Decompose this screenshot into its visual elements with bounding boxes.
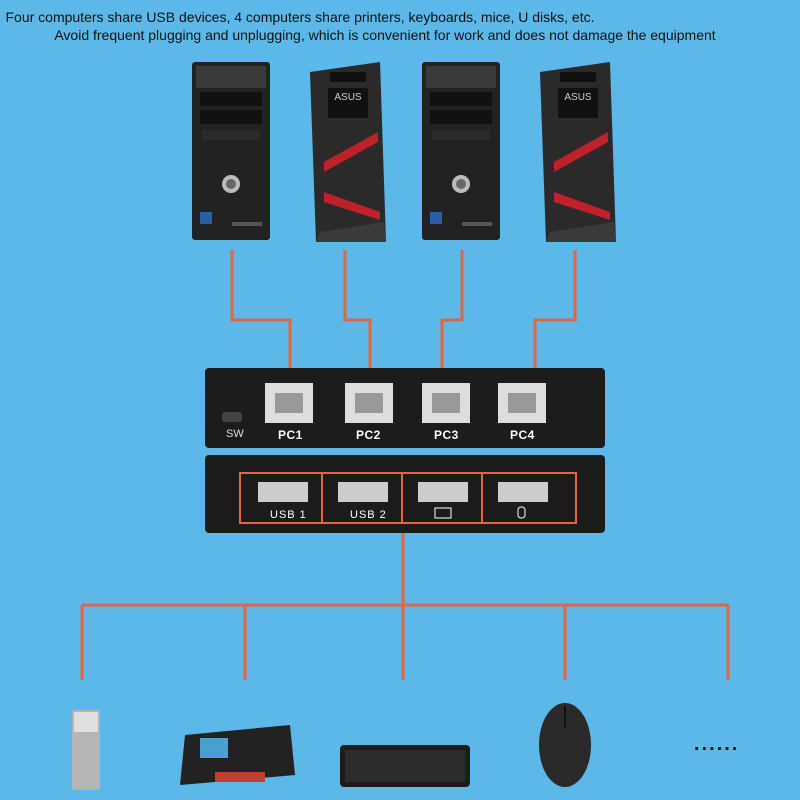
pc-port-2-usb-b [345,383,393,423]
caption-line-2: Avoid frequent plugging and unplugging, … [54,27,716,43]
pc-port-label-1: PC1 [278,428,303,442]
usb-flash-drive-image [72,710,100,790]
usb-port-label-2: USB 2 [350,509,387,521]
computer-4-gaming: ASUS [540,62,616,242]
pc-port-4-usb-b [498,383,546,423]
more-devices-indicator: ...... [694,733,740,755]
usb-port-label-1: USB 1 [270,509,307,521]
cable-pc1 [230,250,292,388]
mouse-icon [517,506,526,519]
pc-cables [230,250,577,388]
computer-2-gaming: ASUS [310,62,386,242]
printer-image [180,725,295,785]
pc-port-label-4: PC4 [510,428,535,442]
asus-logo-2: ASUS [564,92,592,103]
computer-3-tower [422,62,500,240]
switch-bottom-panel [205,455,605,533]
computer-1-tower [192,62,270,240]
device-cables [80,530,730,680]
pc-port-label-3: PC3 [434,428,459,442]
keyboard-icon [434,507,452,519]
cable-pc2 [343,250,372,388]
pc-port-3-usb-b [422,383,470,423]
pc-port-label-2: PC2 [356,428,381,442]
sw-button-label: SW [226,428,244,440]
cable-pc3 [440,250,464,388]
mouse-image [539,703,591,787]
keyboard-image [340,745,470,787]
switch-top-panel [205,368,605,448]
asus-logo-1: ASUS [334,92,362,103]
caption-line-1: Four computers share USB devices, 4 comp… [5,9,595,25]
pc-port-1-usb-b [265,383,313,423]
cable-pc4 [533,250,577,388]
